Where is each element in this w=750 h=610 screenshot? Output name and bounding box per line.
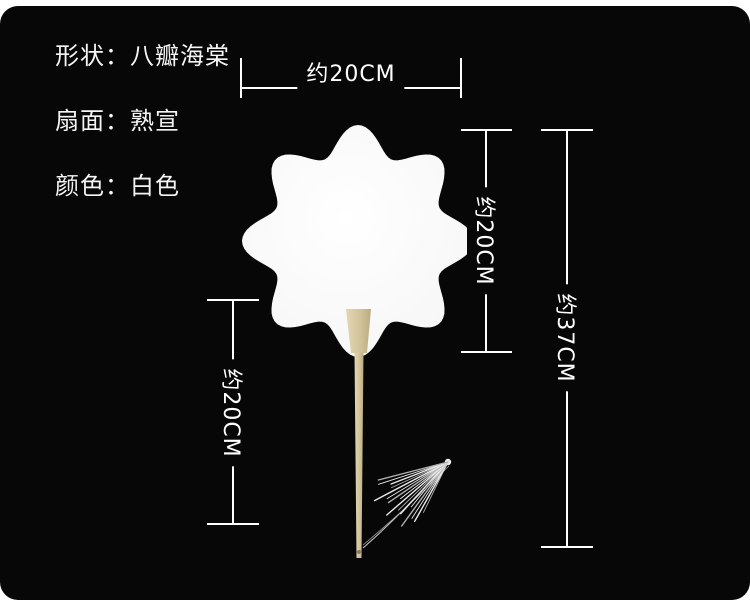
dim-total-height-label: 约37CM (548, 284, 586, 392)
fan-handle (346, 309, 371, 558)
dim-width-label: 约20CM (297, 53, 405, 91)
spec-shape-label: 形状：八瓣海棠 (55, 42, 230, 70)
tassel (362, 458, 452, 549)
dim-fan-height-label: 约20CM (467, 187, 505, 295)
fan-face (242, 125, 474, 357)
tassel-fibers (373, 461, 449, 527)
dim-handle-length-label: 约20CM (214, 359, 252, 467)
spec-color-label: 颜色：白色 (55, 172, 180, 200)
spec-paper-label: 扇面：熟宣 (55, 107, 180, 135)
